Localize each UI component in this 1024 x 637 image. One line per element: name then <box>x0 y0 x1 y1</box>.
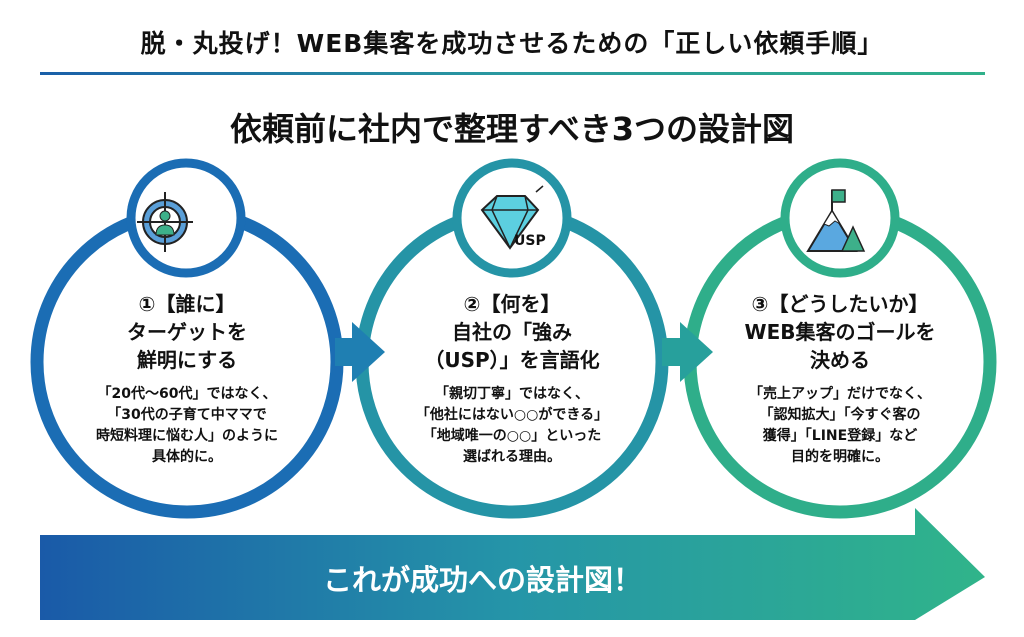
desc-line: 選ばれる理由。 <box>463 449 561 465</box>
step-2-heading: ②【何を】自社の「強み （USP）」を言語化 <box>382 290 642 374</box>
bottom-arrow <box>40 508 985 620</box>
step-3-description: 「売上アップ」だけでなく、「認知拡大」「今すぐ客の獲得」「LINE登録」など目的… <box>710 384 970 468</box>
desc-line: 目的を明確に。 <box>791 449 889 465</box>
heading-line: WEB集客のゴールを <box>744 320 936 344</box>
step-2: ②【何を】自社の「強み （USP）」を言語化 「親切丁寧」ではなく、「他社にはない… <box>382 290 642 468</box>
heading-line: （USP）」を言語化 <box>424 348 600 372</box>
heading-line: ターゲットを <box>127 320 247 344</box>
subtitle: 依頼前に社内で整理すべき3つの設計図 <box>229 110 795 148</box>
step-2-description: 「親切丁寧」ではなく、「他社にはない○○ができる」「地域唯一の○○」といった選ば… <box>382 384 642 468</box>
desc-line: 「20代〜60代」ではなく、 <box>97 386 277 402</box>
heading-line: 自社の「強み <box>452 320 572 344</box>
heading-line: ③【どうしたいか】 <box>751 292 929 316</box>
mountain-flag-icon <box>806 189 866 252</box>
desc-line: 「親切丁寧」ではなく、 <box>435 386 589 402</box>
arrow-2-3 <box>662 322 713 382</box>
arrow-1-2 <box>335 322 385 382</box>
desc-line: 時短料理に悩む人」のように <box>96 428 278 444</box>
desc-line: 「地域唯一の○○」といった <box>422 428 602 444</box>
target-person-icon <box>137 192 193 252</box>
step-3: ③【どうしたいか】 WEB集客のゴールを決める 「売上アップ」だけでなく、「認知拡… <box>710 290 970 468</box>
icon-ring-3 <box>780 158 900 278</box>
heading-line: ①【誰に】 <box>138 292 236 316</box>
desc-line: 「30代の子育て中ママで <box>107 407 267 423</box>
desc-line: 「認知拡大」「今すぐ客の <box>759 407 921 423</box>
desc-line: 「売上アップ」だけでなく、 <box>749 386 931 402</box>
desc-line: 具体的に。 <box>152 449 222 465</box>
heading-line: 決める <box>810 348 870 372</box>
desc-line: 「他社にはない○○ができる」 <box>415 407 609 423</box>
step-1-description: 「20代〜60代」ではなく、「30代の子育て中ママで時短料理に悩む人」のように具… <box>57 384 317 468</box>
diamond-usp-icon: USP <box>480 185 546 250</box>
step-1-heading: ①【誰に】ターゲットを鮮明にする <box>57 290 317 374</box>
step-3-heading: ③【どうしたいか】 WEB集客のゴールを決める <box>710 290 970 374</box>
banner-text: これが成功への設計図！ <box>322 562 642 597</box>
title-divider <box>40 72 985 75</box>
page-title: 脱・丸投げ！WEB集客を成功させるための「正しい依頼手順」 <box>140 29 884 58</box>
heading-line: 鮮明にする <box>136 348 238 372</box>
desc-line: 獲得」「LINE登録」など <box>762 428 918 444</box>
svg-text:USP: USP <box>514 233 546 249</box>
heading-line: ②【何を】 <box>463 292 561 316</box>
step-1: ①【誰に】ターゲットを鮮明にする 「20代〜60代」ではなく、「30代の子育て中… <box>57 290 317 468</box>
